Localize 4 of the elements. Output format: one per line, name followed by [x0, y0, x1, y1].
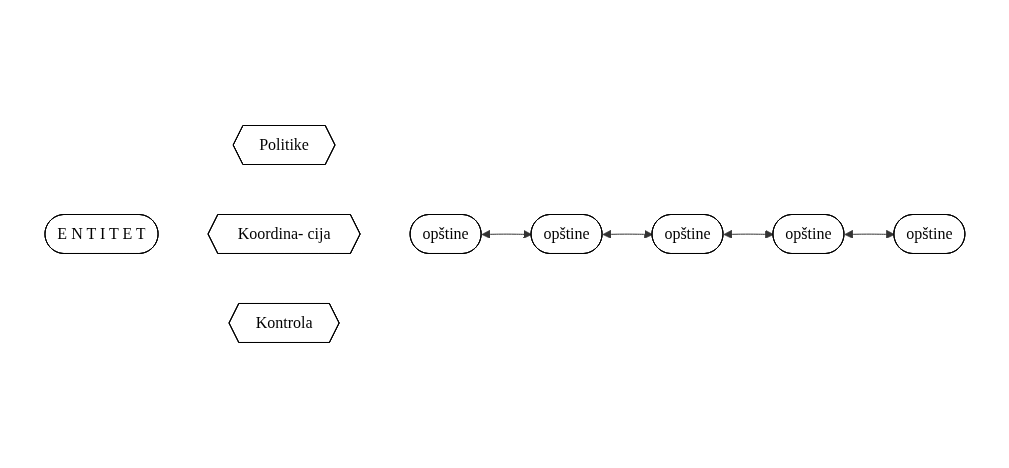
arrow [843, 229, 895, 239]
arrow [723, 229, 774, 239]
arrow [481, 229, 532, 239]
arrow [602, 229, 653, 239]
